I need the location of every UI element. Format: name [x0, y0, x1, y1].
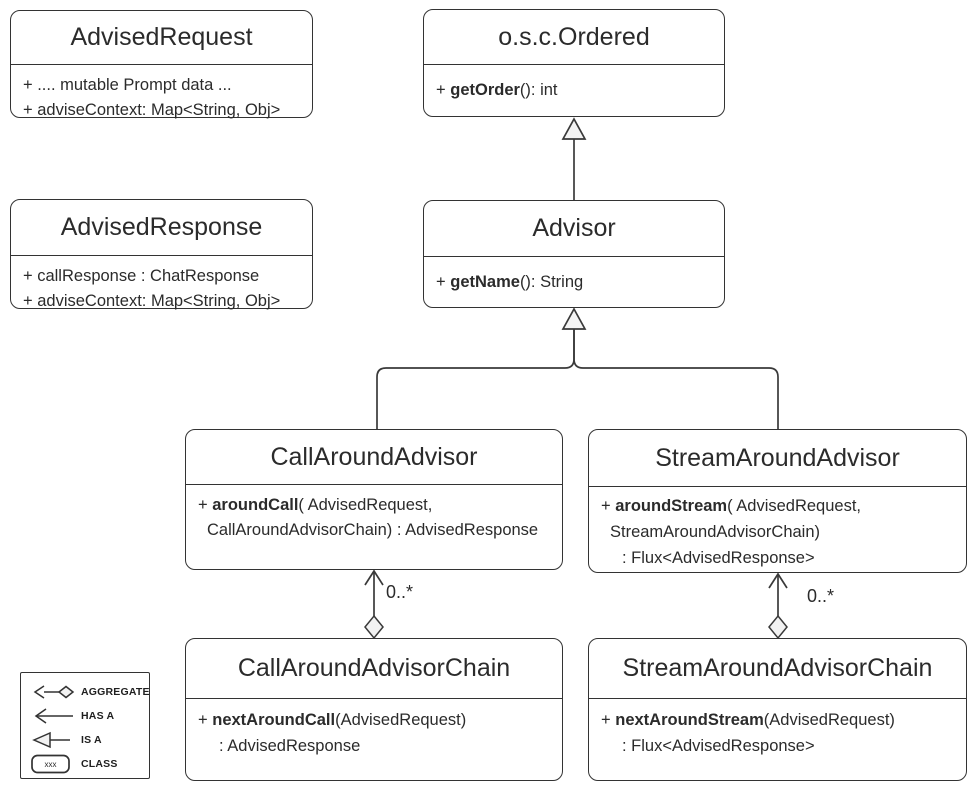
- aggregate-connector-streamchain-to-streamadvisor: [768, 572, 788, 640]
- method-line: + nextAroundStream(AdvisedRequest): [601, 711, 895, 729]
- class-title: CallAroundAdvisor: [186, 430, 562, 485]
- attribute-line: + .... mutable Prompt data ...: [23, 76, 232, 94]
- method-line: : AdvisedResponse: [219, 737, 361, 755]
- legend-row-is-a: IS A: [29, 728, 145, 752]
- legend-label: AGGREGATE: [81, 686, 150, 698]
- class-title: Advisor: [424, 201, 724, 257]
- aggregate-icon: [29, 682, 81, 702]
- multiplicity-label-call-chain: 0..*: [386, 582, 414, 602]
- svg-text:xxx: xxx: [45, 760, 57, 769]
- method-line: + nextAroundCall(AdvisedRequest): [198, 711, 467, 729]
- method-line: : Flux<AdvisedResponse>: [622, 737, 815, 755]
- class-advisedresponse: AdvisedResponse + callResponse : ChatRes…: [10, 199, 313, 310]
- legend-row-has-a: HAS A: [29, 704, 145, 728]
- is-a-connector-advisor-to-ordered: [561, 117, 587, 200]
- class-streamaroundadvisorchain: StreamAroundAdvisorChain + nextAroundStr…: [588, 638, 967, 781]
- class-title: AdvisedResponse: [11, 200, 312, 256]
- method-line: CallAroundAdvisorChain) : AdvisedRespons…: [207, 521, 539, 539]
- attribute-line: + adviseContext: Map<String, Obj>: [23, 101, 281, 119]
- class-callaroundadvisorchain: CallAroundAdvisorChain + nextAroundCall(…: [185, 638, 563, 781]
- class-callaroundadvisor: CallAroundAdvisor + aroundCall( AdvisedR…: [185, 429, 563, 570]
- method-line: + getName(): String: [436, 273, 584, 291]
- class-title: CallAroundAdvisorChain: [186, 639, 562, 699]
- class-title: o.s.c.Ordered: [424, 10, 724, 65]
- legend-label: HAS A: [81, 710, 115, 722]
- class-title: AdvisedRequest: [11, 11, 312, 65]
- method-line: + aroundStream( AdvisedRequest,: [601, 497, 862, 515]
- multiplicity-label-stream-chain: 0..*: [807, 586, 835, 606]
- aggregate-connector-callchain-to-calladvisor: [364, 569, 384, 640]
- method-line: StreamAroundAdvisorChain): [610, 523, 821, 541]
- method-line: + aroundCall( AdvisedRequest,: [198, 496, 433, 514]
- class-attributes: + aroundCall( AdvisedRequest, CallAround…: [186, 485, 562, 543]
- legend-label: CLASS: [81, 758, 118, 770]
- class-advisedrequest: AdvisedRequest + .... mutable Prompt dat…: [10, 10, 313, 119]
- class-attributes: + callResponse : ChatResponse + adviseCo…: [11, 256, 312, 314]
- attribute-line: + callResponse : ChatResponse: [23, 267, 260, 285]
- class-ordered: o.s.c.Ordered + getOrder(): int: [423, 9, 725, 117]
- class-attributes: + nextAroundStream(AdvisedRequest) : Flu…: [589, 699, 966, 759]
- legend-row-aggregate: AGGREGATE: [29, 680, 150, 704]
- class-title: StreamAroundAdvisor: [589, 430, 966, 487]
- is-a-connector-streamaroundadvisor-to-advisor: [573, 328, 779, 429]
- class-box-icon: xxx: [29, 754, 81, 774]
- legend: AGGREGATE HAS A IS A: [20, 672, 150, 779]
- method-line: : Flux<AdvisedResponse>: [622, 549, 815, 567]
- class-attributes: + getName(): String: [424, 257, 724, 295]
- class-attributes: + .... mutable Prompt data ... + adviseC…: [11, 65, 312, 123]
- legend-label: IS A: [81, 734, 102, 746]
- class-attributes: + getOrder(): int: [424, 65, 724, 103]
- method-line: + getOrder(): int: [436, 81, 558, 99]
- is-a-arrowhead-advisor: [561, 307, 587, 330]
- is-a-arrow-icon: [29, 730, 81, 750]
- class-advisor: Advisor + getName(): String: [423, 200, 725, 308]
- class-streamaroundadvisor: StreamAroundAdvisor + aroundStream( Advi…: [588, 429, 967, 573]
- legend-row-class: xxx CLASS: [29, 752, 145, 776]
- is-a-connector-callaroundadvisor-to-advisor: [376, 328, 575, 429]
- class-title: StreamAroundAdvisorChain: [589, 639, 966, 699]
- class-attributes: + aroundStream( AdvisedRequest, StreamAr…: [589, 487, 966, 571]
- attribute-line: + adviseContext: Map<String, Obj>: [23, 292, 281, 310]
- class-attributes: + nextAroundCall(AdvisedRequest) : Advis…: [186, 699, 562, 759]
- has-a-arrow-icon: [29, 706, 81, 726]
